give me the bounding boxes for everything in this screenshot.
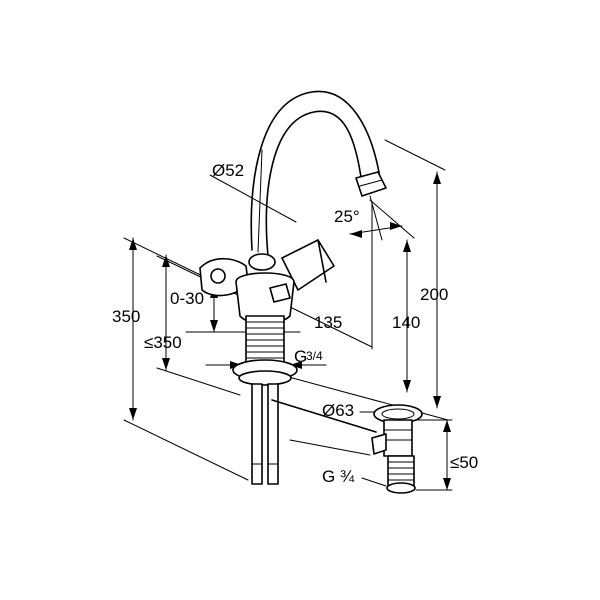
label-spout-diameter: Ø52 [212, 161, 244, 180]
label-overall-height: 200 [420, 285, 448, 304]
label-total-height: 350 [112, 307, 140, 326]
label-thread-main-fraction: 3/4 [306, 349, 323, 363]
label-thread-main: G [294, 347, 307, 366]
label-thread-waste: G ¾ [322, 467, 355, 486]
label-reach: 135 [314, 313, 342, 332]
spout [250, 90, 387, 257]
tap-body [199, 239, 377, 485]
label-flexible-range: 0-30 [170, 289, 204, 308]
label-waste-diameter: Ø63 [322, 401, 354, 420]
label-spout-height: 140 [392, 313, 420, 332]
label-installed-max: ≤350 [144, 333, 182, 352]
aerator [355, 171, 387, 197]
label-waste-height: ≤50 [450, 453, 478, 472]
label-spout-angle: 25° [334, 207, 360, 226]
waste-fitting [371, 404, 423, 494]
